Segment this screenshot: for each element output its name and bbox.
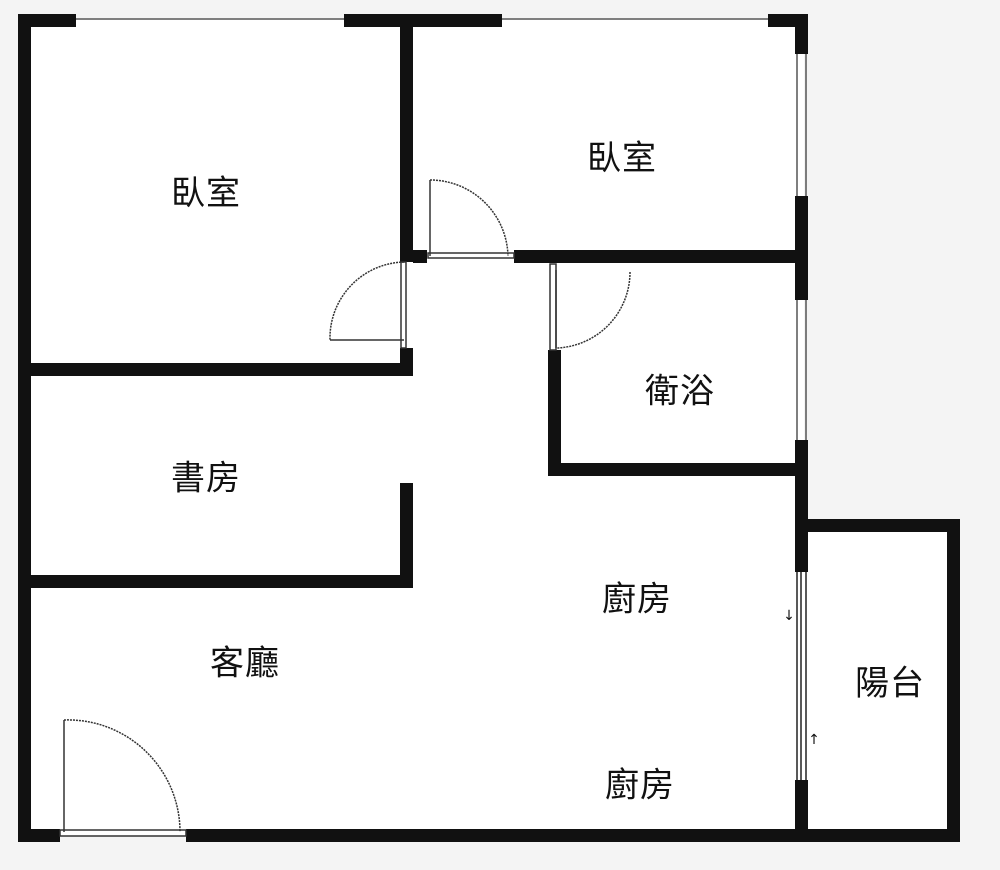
room-label-kitchen-lower: 廚房 <box>605 765 675 806</box>
room-label-kitchen-upper: 廚房 <box>602 579 672 620</box>
wall-right-top <box>795 14 808 54</box>
floor-fill <box>24 18 954 836</box>
door-bedroom-right <box>427 179 515 259</box>
wall-balcony-top <box>795 519 960 532</box>
room-label-study: 書房 <box>171 458 241 499</box>
balcony-sliding-door <box>796 572 807 780</box>
wall-right-mid1 <box>795 196 808 300</box>
door-bedroom-left <box>329 261 407 349</box>
wall-top-left <box>18 14 76 27</box>
wall-study-right <box>400 483 413 588</box>
room-label-living: 客廳 <box>210 643 280 684</box>
walls <box>18 14 960 842</box>
wall-bath-left <box>548 350 561 476</box>
wall-bedroom-right-bottom <box>514 250 808 263</box>
door-entrance <box>59 719 187 837</box>
wall-bottom-main <box>186 829 960 842</box>
door-bathroom <box>549 263 631 351</box>
wall-right-low <box>795 780 808 842</box>
wall-right-mid2 <box>795 440 808 572</box>
wall-top-mid <box>344 14 502 27</box>
room-label-bedroom-right: 臥室 <box>587 138 657 179</box>
doors <box>59 179 631 837</box>
wall-study-bottom <box>18 575 413 588</box>
wall-door-post <box>413 250 427 263</box>
wall-bottom-left <box>18 829 60 842</box>
wall-left <box>18 14 31 842</box>
window-lines <box>76 18 807 442</box>
wall-balcony-right <box>947 519 960 842</box>
room-label-balcony: 陽台 <box>855 663 925 704</box>
slide-arrow-up: ↑ <box>808 732 820 748</box>
room-label-bathroom: 衛浴 <box>645 371 715 412</box>
slide-arrow-down: ↓ <box>783 608 795 624</box>
wall-bedroom-divider <box>400 14 413 262</box>
wall-bedroom-left-bottom <box>18 363 413 376</box>
wall-bath-bottom <box>548 463 808 476</box>
room-label-bedroom-left: 臥室 <box>171 173 241 214</box>
